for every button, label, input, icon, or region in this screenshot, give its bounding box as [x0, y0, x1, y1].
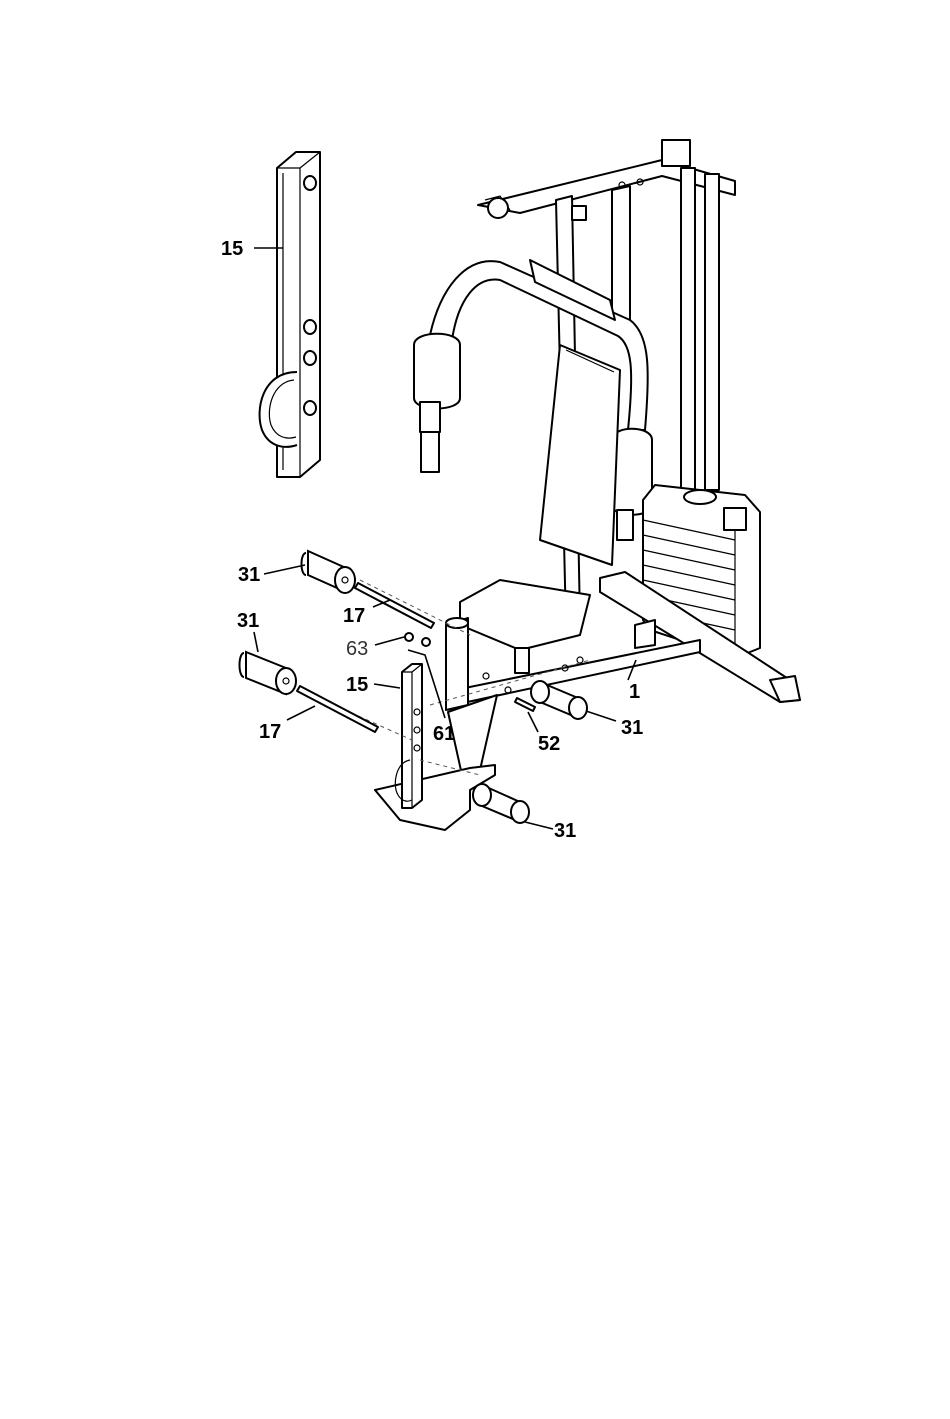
- callout-31-mid-left: 31: [237, 610, 259, 632]
- callout-31-right: 31: [621, 717, 643, 739]
- callout-63: 63: [346, 638, 368, 660]
- callout-15-detail: 15: [221, 238, 243, 260]
- roller-pad: [302, 551, 356, 593]
- rod: [355, 583, 434, 628]
- callout-61: 61: [433, 723, 455, 745]
- callout-1: 1: [629, 681, 640, 703]
- callout-15-lower: 15: [346, 674, 368, 696]
- washer: [405, 633, 413, 641]
- callout-31-upper-left: 31: [238, 564, 260, 586]
- roller-pad: [240, 652, 297, 694]
- bolt: [515, 698, 535, 711]
- callout-52: 52: [538, 733, 560, 755]
- washer: [422, 638, 430, 646]
- callout-31-bottom: 31: [554, 820, 576, 842]
- callout-17-upper: 17: [343, 605, 365, 627]
- upright-tube-detail: [260, 152, 320, 477]
- callout-17-lower: 17: [259, 721, 281, 743]
